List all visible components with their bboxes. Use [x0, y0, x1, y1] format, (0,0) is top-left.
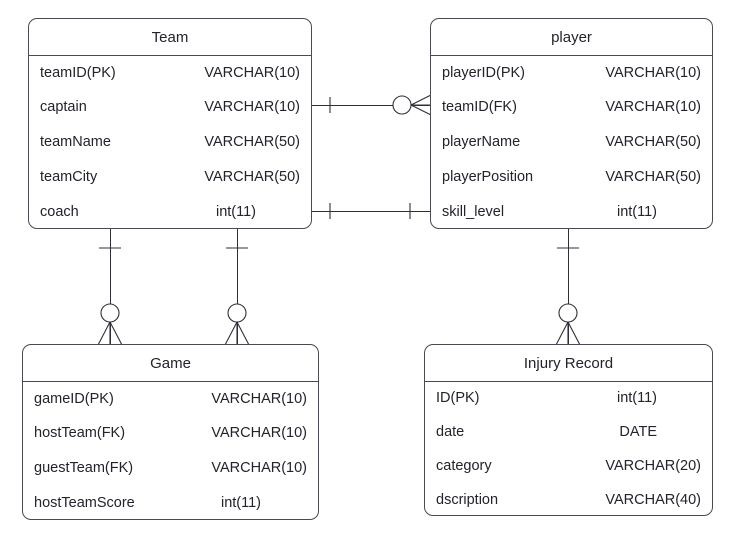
attribute-name: gameID(PK) — [34, 390, 114, 407]
attribute-type: VARCHAR(50) — [204, 134, 300, 151]
attribute-name: hostTeam(FK) — [34, 425, 126, 442]
attribute-name: hostTeamScore — [34, 495, 135, 512]
attribute-type: VARCHAR(10) — [605, 99, 701, 116]
connector-player-injury-markers — [555, 247, 581, 346]
connector-team-player-coach-line — [312, 211, 431, 212]
attribute-type: int(11) — [215, 204, 256, 221]
connector-player-injury-line — [568, 229, 569, 345]
entity-game-attributes: gameID(PK) VARCHAR(10) hostTeam(FK) VARC… — [23, 382, 318, 519]
attribute-name: teamName — [40, 134, 111, 151]
attribute-name: playerID(PK) — [442, 64, 525, 81]
attribute-row: guestTeam(FK) VARCHAR(10) — [23, 451, 318, 486]
attribute-type: VARCHAR(10) — [204, 99, 300, 116]
attribute-row: coach int(11) — [29, 195, 311, 228]
attribute-type: VARCHAR(50) — [605, 134, 701, 151]
connector-team-game-host-line — [110, 229, 111, 345]
entity-game[interactable]: Game gameID(PK) VARCHAR(10) hostTeam(FK)… — [22, 344, 319, 520]
attribute-type: VARCHAR(10) — [211, 460, 307, 477]
attribute-row: teamName VARCHAR(50) — [29, 125, 311, 160]
attribute-type: VARCHAR(20) — [605, 457, 701, 474]
entity-injury-record-title: Injury Record — [425, 345, 712, 382]
attribute-type: VARCHAR(10) — [211, 390, 307, 407]
attribute-name: category — [436, 457, 492, 474]
entity-game-title: Game — [23, 345, 318, 382]
attribute-type: int(11) — [616, 204, 657, 221]
attribute-type: VARCHAR(50) — [605, 169, 701, 186]
connector-team-player-line — [312, 105, 431, 106]
attribute-type: VARCHAR(10) — [204, 64, 300, 81]
entity-injury-record-attributes: ID(PK) int(11) date DATE category VARCHA… — [425, 382, 712, 515]
attribute-row: dscription VARCHAR(40) — [425, 483, 712, 515]
attribute-type: VARCHAR(10) — [211, 425, 307, 442]
attribute-type: VARCHAR(50) — [204, 169, 300, 186]
attribute-row: captain VARCHAR(10) — [29, 90, 311, 125]
attribute-row: gameID(PK) VARCHAR(10) — [23, 382, 318, 416]
attribute-name: guestTeam(FK) — [34, 460, 134, 477]
attribute-row: playerPosition VARCHAR(50) — [431, 160, 712, 195]
attribute-name: dscription — [436, 491, 499, 508]
attribute-type: int(11) — [220, 495, 261, 512]
attribute-name: skill_level — [442, 204, 505, 221]
attribute-row: playerName VARCHAR(50) — [431, 125, 712, 160]
entity-player-title: player — [431, 19, 712, 56]
attribute-row: teamID(FK) VARCHAR(10) — [431, 90, 712, 125]
attribute-row: date DATE — [425, 415, 712, 449]
attribute-name: teamID(FK) — [442, 99, 517, 116]
attribute-row: skill_level int(11) — [431, 195, 712, 228]
attribute-type: VARCHAR(10) — [605, 64, 701, 81]
entity-team[interactable]: Team teamID(PK) VARCHAR(10) captain VARC… — [28, 18, 312, 229]
connector-team-game-guest-markers — [224, 247, 250, 346]
connector-team-game-host-markers — [97, 247, 123, 346]
attribute-row: category VARCHAR(20) — [425, 449, 712, 483]
entity-injury-record[interactable]: Injury Record ID(PK) int(11) date DATE c… — [424, 344, 713, 516]
attribute-row: playerID(PK) VARCHAR(10) — [431, 56, 712, 90]
attribute-type: int(11) — [616, 390, 657, 407]
attribute-name: playerPosition — [442, 169, 534, 186]
attribute-name: coach — [40, 204, 79, 221]
attribute-row: teamID(PK) VARCHAR(10) — [29, 56, 311, 90]
attribute-row: teamCity VARCHAR(50) — [29, 160, 311, 195]
connector-team-game-guest-line — [237, 229, 238, 345]
connector-team-player-markers — [329, 94, 432, 116]
entity-team-title: Team — [29, 19, 311, 56]
attribute-name: ID(PK) — [436, 390, 480, 407]
entity-player-attributes: playerID(PK) VARCHAR(10) teamID(FK) VARC… — [431, 56, 712, 228]
attribute-row: hostTeam(FK) VARCHAR(10) — [23, 416, 318, 451]
attribute-type: DATE — [619, 423, 657, 440]
attribute-name: date — [436, 423, 465, 440]
entity-team-attributes: teamID(PK) VARCHAR(10) captain VARCHAR(1… — [29, 56, 311, 228]
connector-team-player-coach-markers — [329, 203, 411, 219]
attribute-type: VARCHAR(40) — [605, 491, 701, 508]
attribute-name: teamCity — [40, 169, 98, 186]
attribute-row: ID(PK) int(11) — [425, 382, 712, 415]
attribute-row: hostTeamScore int(11) — [23, 486, 318, 519]
attribute-name: teamID(PK) — [40, 64, 116, 81]
entity-player[interactable]: player playerID(PK) VARCHAR(10) teamID(F… — [430, 18, 713, 229]
attribute-name: captain — [40, 99, 87, 116]
attribute-name: playerName — [442, 134, 521, 151]
